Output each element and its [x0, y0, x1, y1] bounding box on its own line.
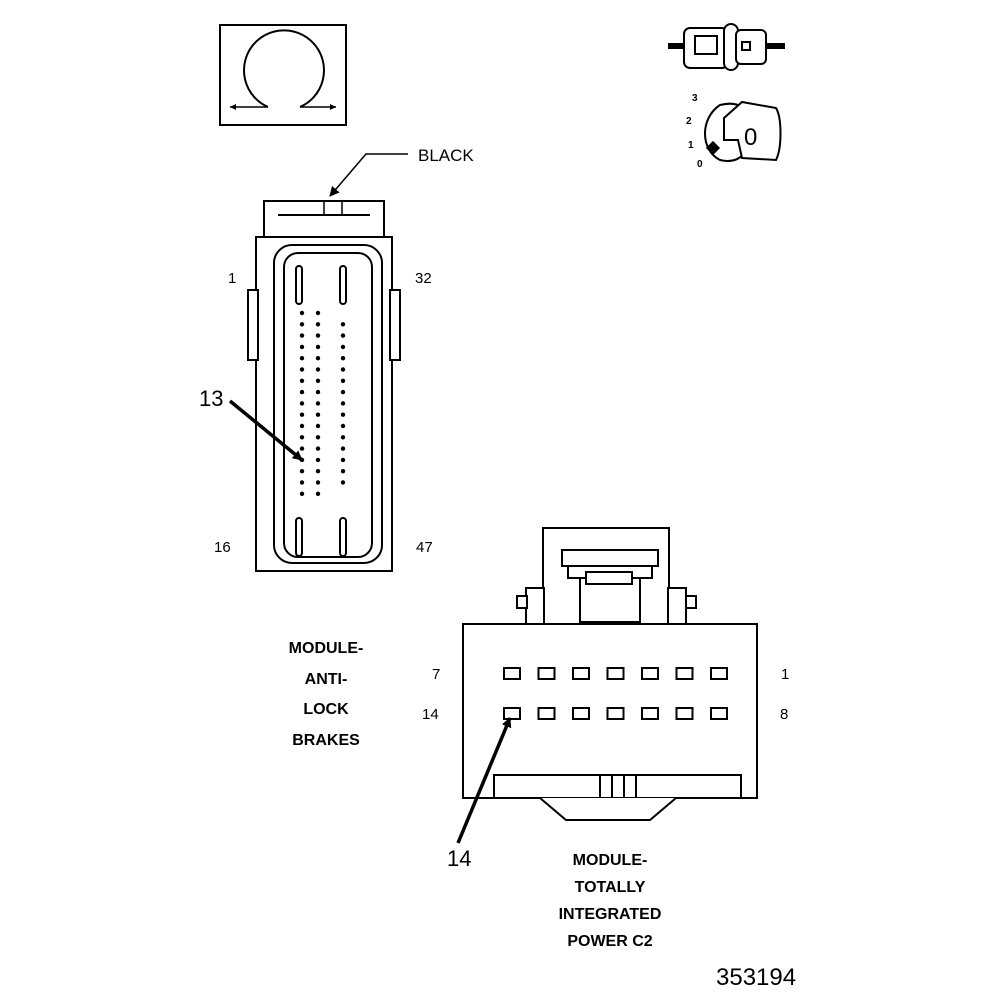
- abs-pin-cavity: [299, 367, 305, 372]
- wire-color-callout: BLACK: [329, 146, 474, 197]
- tipm-name-line-4: POWER C2: [567, 933, 652, 950]
- abs-pin-cavity: [315, 480, 321, 485]
- tipm-pin-cavity: [572, 667, 590, 680]
- abs-callout-arrow: [228, 399, 304, 462]
- abs-pin-cavity: [315, 446, 321, 451]
- ignition-position-0: 0: [697, 159, 703, 170]
- tipm-pin-cavity: [606, 667, 625, 680]
- tipm-callout-number: 14: [447, 846, 471, 871]
- tipm-pin-14-label: 14: [422, 706, 439, 723]
- abs-callout-number: 13: [199, 386, 223, 411]
- ignition-position-1: 1: [688, 140, 694, 151]
- abs-connector: [247, 200, 401, 572]
- tipm-pin-cavity: [710, 667, 728, 680]
- abs-pin-cavity: [340, 412, 346, 417]
- abs-name-line-4: BRAKES: [292, 732, 360, 749]
- abs-pin-cavity: [299, 423, 305, 429]
- abs-pin-cavity: [340, 378, 346, 383]
- omega-symbol-icon: [219, 24, 347, 126]
- abs-pin-cavity: [315, 401, 321, 406]
- abs-pin-cavity: [315, 469, 321, 474]
- abs-pin-cavity: [315, 412, 321, 417]
- abs-pin-cavity: [340, 423, 346, 429]
- abs-pin-cavity: [315, 389, 321, 395]
- tipm-pin-cavity: [503, 707, 521, 720]
- abs-pin-47-label: 47: [416, 539, 433, 556]
- abs-pin-cavity: [299, 378, 305, 383]
- tipm-pin-cavity: [641, 707, 659, 720]
- abs-pin-cavity: [299, 389, 305, 395]
- abs-name-line-3: LOCK: [303, 701, 349, 718]
- abs-pin-cavity: [299, 310, 305, 316]
- ignition-key-label: 0: [744, 124, 757, 151]
- tipm-pin-8-label: 8: [780, 706, 788, 723]
- wire-color-label: BLACK: [418, 146, 474, 165]
- abs-pin-cavity: [299, 333, 305, 338]
- tipm-name-line-1: MODULE-: [573, 852, 648, 869]
- abs-pin-cavity: [315, 356, 321, 361]
- tipm-pin-cavity: [503, 667, 521, 680]
- abs-pin-cavity: [299, 446, 305, 451]
- tipm-name-line-3: INTEGRATED: [559, 906, 662, 923]
- abs-name-line-1: MODULE-: [289, 640, 364, 657]
- tipm-pin-1-label: 1: [781, 666, 789, 683]
- abs-pin-cavity: [315, 378, 321, 383]
- abs-pin-cavity: [315, 333, 321, 338]
- abs-pin-cavity: [340, 367, 346, 372]
- tipm-pin-cavity: [572, 707, 590, 720]
- abs-pin-cavity: [299, 344, 305, 350]
- abs-pin-cavity: [299, 491, 305, 496]
- abs-pin-cavity: [340, 401, 346, 406]
- abs-pin-cavity: [299, 412, 305, 417]
- tipm-pin-grid: [503, 667, 728, 720]
- figure-number: 353194: [716, 964, 796, 991]
- abs-pin-cavity: [340, 322, 346, 327]
- abs-pin-cavity: [299, 401, 305, 406]
- abs-pin-cavity: [340, 356, 346, 361]
- abs-module-name: MODULE- ANTI- LOCK BRAKES: [289, 640, 364, 749]
- abs-pin-cavity: [340, 480, 346, 485]
- tipm-pin-cavity: [641, 667, 659, 680]
- abs-pin-grid: [299, 310, 346, 496]
- abs-pin-cavity: [340, 435, 346, 440]
- abs-pin-cavity: [340, 344, 346, 350]
- tipm-name-line-2: TOTALLY: [575, 879, 646, 896]
- abs-pin-cavity: [315, 344, 321, 350]
- tipm-pin-cavity: [710, 707, 728, 720]
- tipm-module-name: MODULE- TOTALLY INTEGRATED POWER C2: [559, 852, 662, 950]
- abs-pin-cavity: [315, 435, 321, 440]
- abs-pin-cavity: [315, 423, 321, 429]
- abs-pin-cavity: [299, 435, 305, 440]
- tipm-pin-cavity: [675, 667, 694, 680]
- tipm-pin-cavity: [606, 707, 625, 720]
- abs-pin-cavity: [299, 469, 305, 474]
- abs-pin-cavity: [315, 457, 321, 463]
- abs-pin-cavity: [340, 333, 346, 338]
- abs-pin-1-label: 1: [228, 270, 236, 287]
- abs-pin-cavity: [340, 457, 346, 463]
- ignition-position-2: 2: [686, 116, 692, 127]
- abs-pin-cavity: [340, 446, 346, 451]
- tipm-callout-arrow: [456, 717, 512, 844]
- ignition-position-3: 3: [692, 93, 698, 104]
- tipm-pin-7-label: 7: [432, 666, 440, 683]
- tipm-pin-cavity: [537, 667, 556, 680]
- tipm-pin-cavity: [537, 707, 556, 720]
- abs-pin-cavity: [299, 322, 305, 327]
- abs-pin-cavity: [340, 389, 346, 395]
- abs-pin-cavity: [299, 356, 305, 361]
- abs-pin-32-label: 32: [415, 270, 432, 287]
- abs-pin-cavity: [315, 367, 321, 372]
- abs-pin-cavity: [340, 469, 346, 474]
- abs-pin-cavity: [315, 491, 321, 496]
- connector-plug-icon: [668, 23, 785, 71]
- ignition-key-icon: 3 2 1 0 0: [686, 93, 782, 170]
- tipm-pin-cavity: [675, 707, 694, 720]
- abs-pin-cavity: [315, 322, 321, 327]
- abs-pin-16-label: 16: [214, 539, 231, 556]
- abs-pin-cavity: [299, 480, 305, 485]
- abs-pin-cavity: [315, 310, 321, 316]
- abs-name-line-2: ANTI-: [305, 671, 348, 688]
